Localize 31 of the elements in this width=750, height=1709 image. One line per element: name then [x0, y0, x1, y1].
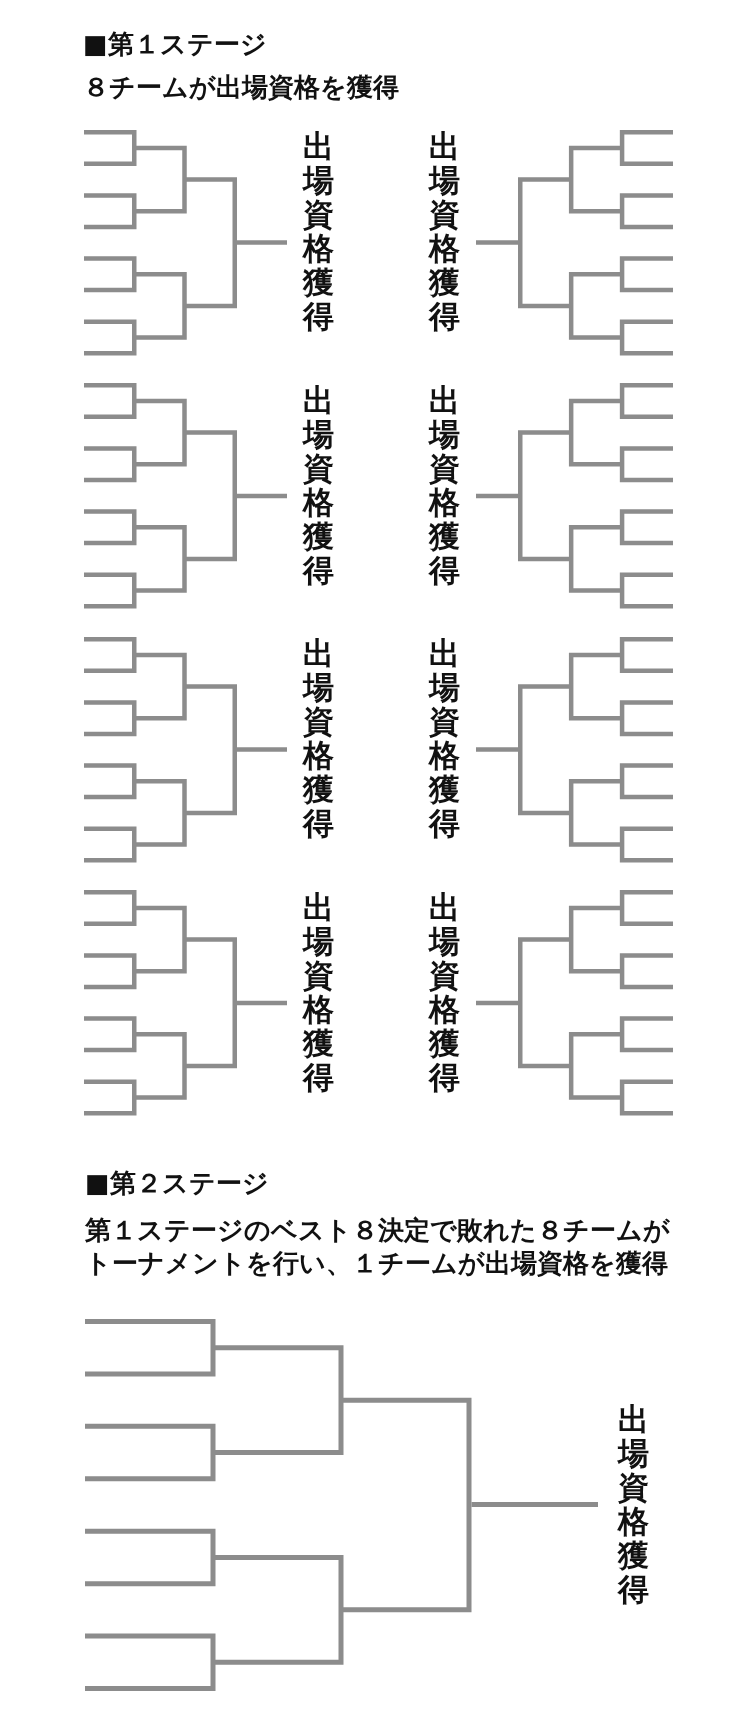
description-text: 第１ステージのベスト８決定で敗れた８チームがトーナメントを行い、１チームが出場資格を獲得	[85, 1214, 671, 1280]
qualification-label: 出場資格獲得	[303, 382, 334, 588]
tournament-bracket	[518, 129, 673, 356]
qualification-label: 出場資格獲得	[618, 1402, 649, 1607]
connector-line	[476, 1000, 518, 1006]
tournament-bracket	[518, 890, 673, 1116]
connector-line	[237, 747, 287, 752]
connector-line	[471, 1502, 598, 1507]
qualification-label: 出場資格獲得	[429, 129, 460, 334]
connector-line	[476, 240, 518, 245]
connector-line	[237, 493, 287, 499]
qualification-label: 出場資格獲得	[429, 636, 460, 841]
qualification-label: 出場資格獲得	[429, 889, 460, 1095]
qualification-label: 出場資格獲得	[303, 636, 334, 841]
description-text: ８チームが出場資格を獲得	[83, 72, 399, 104]
tournament-bracket	[84, 890, 237, 1116]
connector-line	[476, 493, 518, 499]
section-heading: ■第１ステージ	[83, 29, 267, 61]
tournament-bracket	[84, 636, 237, 863]
qualification-label: 出場資格獲得	[303, 889, 334, 1095]
tournament-bracket	[84, 129, 237, 356]
connector-line	[237, 240, 287, 245]
connector-line	[476, 747, 518, 752]
qualification-label: 出場資格獲得	[429, 382, 460, 588]
tournament-bracket	[518, 636, 673, 863]
qualification-label: 出場資格獲得	[303, 129, 334, 334]
tournament-bracket	[85, 1318, 472, 1691]
connector-line	[237, 1000, 287, 1006]
tournament-bracket	[518, 383, 673, 609]
section-heading: ■第２ステージ	[85, 1168, 269, 1200]
tournament-bracket	[84, 383, 237, 609]
